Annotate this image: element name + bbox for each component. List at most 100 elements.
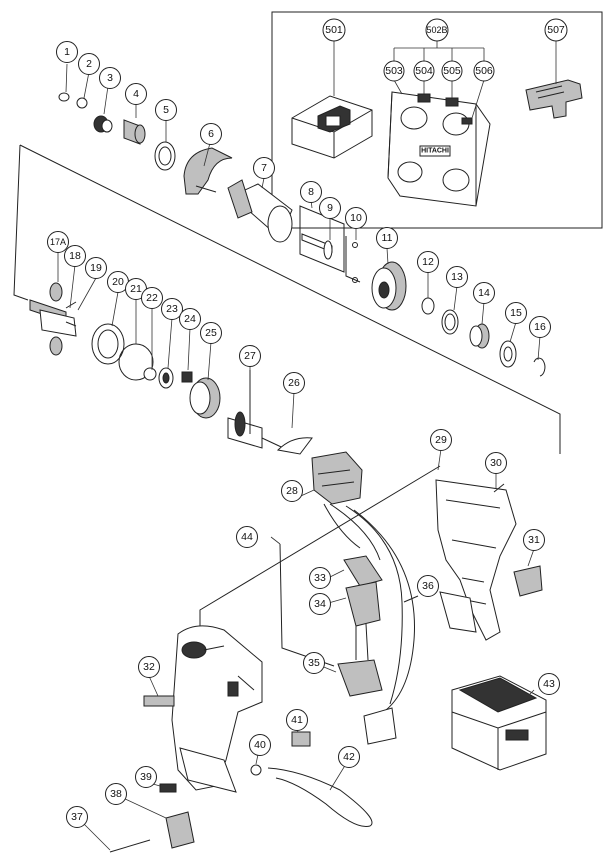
belt-hook-drawing [525, 79, 583, 119]
part-label-3: 3 [99, 67, 121, 89]
part-label-32: 32 [138, 656, 160, 678]
part-number-29: 29 [435, 434, 447, 446]
part-label-27: 27 [239, 345, 261, 367]
part-number-4: 4 [133, 88, 139, 100]
part-number-7: 7 [261, 162, 267, 174]
part-label-40: 40 [249, 734, 271, 756]
part-number-42: 42 [343, 751, 355, 763]
part-number-39: 39 [140, 771, 152, 783]
part-number-31: 31 [528, 534, 540, 546]
part-number-3: 3 [107, 72, 113, 84]
battery-drawing [451, 675, 547, 771]
part-number-10: 10 [350, 212, 362, 224]
part-label-4: 4 [125, 83, 147, 105]
part-number-5: 5 [163, 104, 169, 116]
switch-wiring-drawing [311, 451, 419, 745]
kit-number-507: 507 [547, 24, 565, 36]
part-number-43: 43 [543, 678, 555, 690]
part-number-17A: 17A [50, 237, 66, 247]
kit-number-503: 503 [385, 65, 403, 77]
part-number-37: 37 [71, 811, 83, 823]
part-label-33: 33 [309, 567, 331, 589]
part-number-25: 25 [205, 327, 217, 339]
part-number-21: 21 [130, 283, 142, 295]
left-housing-drawing [109, 625, 373, 853]
part-number-34: 34 [314, 598, 326, 610]
part-label-41: 41 [286, 709, 308, 731]
kit-label-507: 507 [544, 18, 568, 42]
part-label-18: 18 [64, 245, 86, 267]
kit-number-504: 504 [415, 65, 433, 77]
part-label-29: 29 [430, 429, 452, 451]
part-number-12: 12 [422, 256, 434, 268]
part-label-10: 10 [345, 207, 367, 229]
hammer-motor-drawing [29, 282, 313, 455]
part-number-30: 30 [490, 457, 502, 469]
part-number-8: 8 [308, 186, 314, 198]
part-label-30: 30 [485, 452, 507, 474]
part-number-38: 38 [110, 788, 122, 800]
part-number-27: 27 [244, 350, 256, 362]
part-label-22: 22 [141, 287, 163, 309]
kit-number-506: 506 [475, 65, 493, 77]
part-number-32: 32 [143, 661, 155, 673]
part-number-22: 22 [146, 292, 158, 304]
kit-label-505: 505 [441, 60, 463, 82]
part-number-14: 14 [478, 287, 490, 299]
part-label-38: 38 [105, 783, 127, 805]
part-number-24: 24 [184, 313, 196, 325]
part-label-7: 7 [253, 157, 275, 179]
part-label-34: 34 [309, 593, 331, 615]
kit-label-506: 506 [473, 60, 495, 82]
kit-box-frame [271, 11, 603, 229]
kit-label-502B: 502B [425, 18, 449, 42]
part-number-23: 23 [166, 303, 178, 315]
part-label-16: 16 [529, 316, 551, 338]
part-number-16: 16 [534, 321, 546, 333]
part-label-36: 36 [417, 575, 439, 597]
part-label-42: 42 [338, 746, 360, 768]
part-number-15: 15 [510, 307, 522, 319]
part-number-20: 20 [112, 276, 124, 288]
part-number-6: 6 [208, 128, 214, 140]
part-label-26: 26 [283, 372, 305, 394]
charger-drawing [291, 95, 373, 159]
kit-label-504: 504 [413, 60, 435, 82]
part-label-35: 35 [303, 652, 325, 674]
part-label-24: 24 [179, 308, 201, 330]
part-label-2: 2 [78, 53, 100, 75]
part-number-41: 41 [291, 714, 303, 726]
part-label-13: 13 [446, 266, 468, 288]
part-label-9: 9 [319, 197, 341, 219]
part-label-6: 6 [200, 123, 222, 145]
exploded-view-frame [13, 144, 561, 454]
part-number-44: 44 [241, 531, 253, 543]
part-number-11: 11 [382, 232, 393, 244]
part-label-1: 1 [56, 41, 78, 63]
part-label-37: 37 [66, 806, 88, 828]
part-number-33: 33 [314, 572, 326, 584]
part-number-2: 2 [86, 58, 92, 70]
part-label-28: 28 [281, 480, 303, 502]
drive-train-drawing [58, 92, 546, 377]
part-label-39: 39 [135, 766, 157, 788]
part-label-17A: 17A [47, 231, 69, 253]
part-label-31: 31 [523, 529, 545, 551]
right-housing-drawing [435, 479, 543, 641]
part-label-43: 43 [538, 673, 560, 695]
part-label-15: 15 [505, 302, 527, 324]
kit-number-505: 505 [443, 65, 461, 77]
part-number-35: 35 [308, 657, 320, 669]
part-number-19: 19 [90, 262, 102, 274]
part-number-9: 9 [327, 202, 333, 214]
kit-number-502B: 502B [426, 25, 447, 35]
part-number-28: 28 [286, 485, 298, 497]
part-number-1: 1 [64, 46, 70, 58]
part-label-19: 19 [85, 257, 107, 279]
part-number-26: 26 [288, 377, 300, 389]
part-label-14: 14 [473, 282, 495, 304]
part-label-8: 8 [300, 181, 322, 203]
part-label-5: 5 [155, 99, 177, 121]
part-label-11: 11 [376, 227, 398, 249]
